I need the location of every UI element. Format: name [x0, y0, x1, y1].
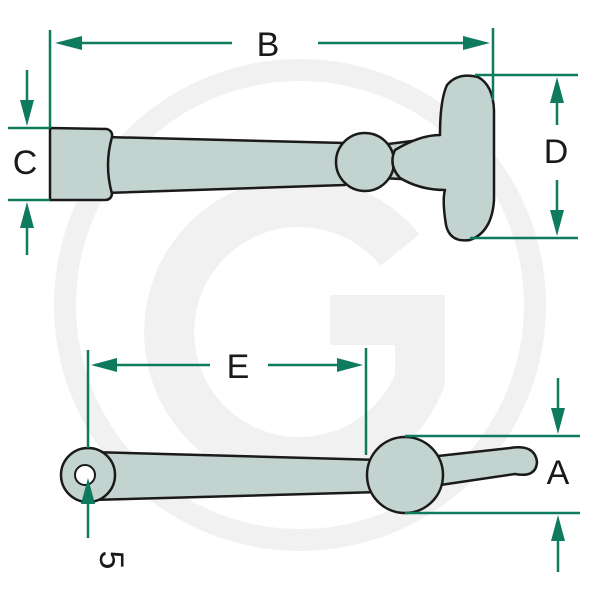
bottom-shaft	[88, 450, 382, 502]
top-shaft	[103, 135, 347, 195]
dimension-c	[8, 70, 50, 255]
top-view-hook	[48, 74, 496, 242]
label-d: D	[544, 133, 569, 171]
label-e: E	[227, 348, 250, 386]
label-a: A	[547, 454, 570, 492]
dimension-b	[48, 28, 495, 128]
label-c: C	[13, 144, 38, 182]
dimension-hole	[81, 478, 95, 538]
bottom-hook-arm	[418, 446, 539, 490]
top-grip	[48, 126, 114, 202]
label-b: B	[257, 26, 280, 64]
top-t-head	[391, 74, 496, 242]
label-hole-diameter: 5	[92, 551, 130, 570]
dimension-d	[470, 73, 578, 240]
watermark-logo	[54, 59, 546, 551]
bottom-ball	[365, 435, 445, 515]
dimension-e	[86, 348, 368, 455]
dimension-a	[405, 378, 580, 572]
top-ball	[334, 131, 396, 193]
hole	[74, 464, 96, 486]
